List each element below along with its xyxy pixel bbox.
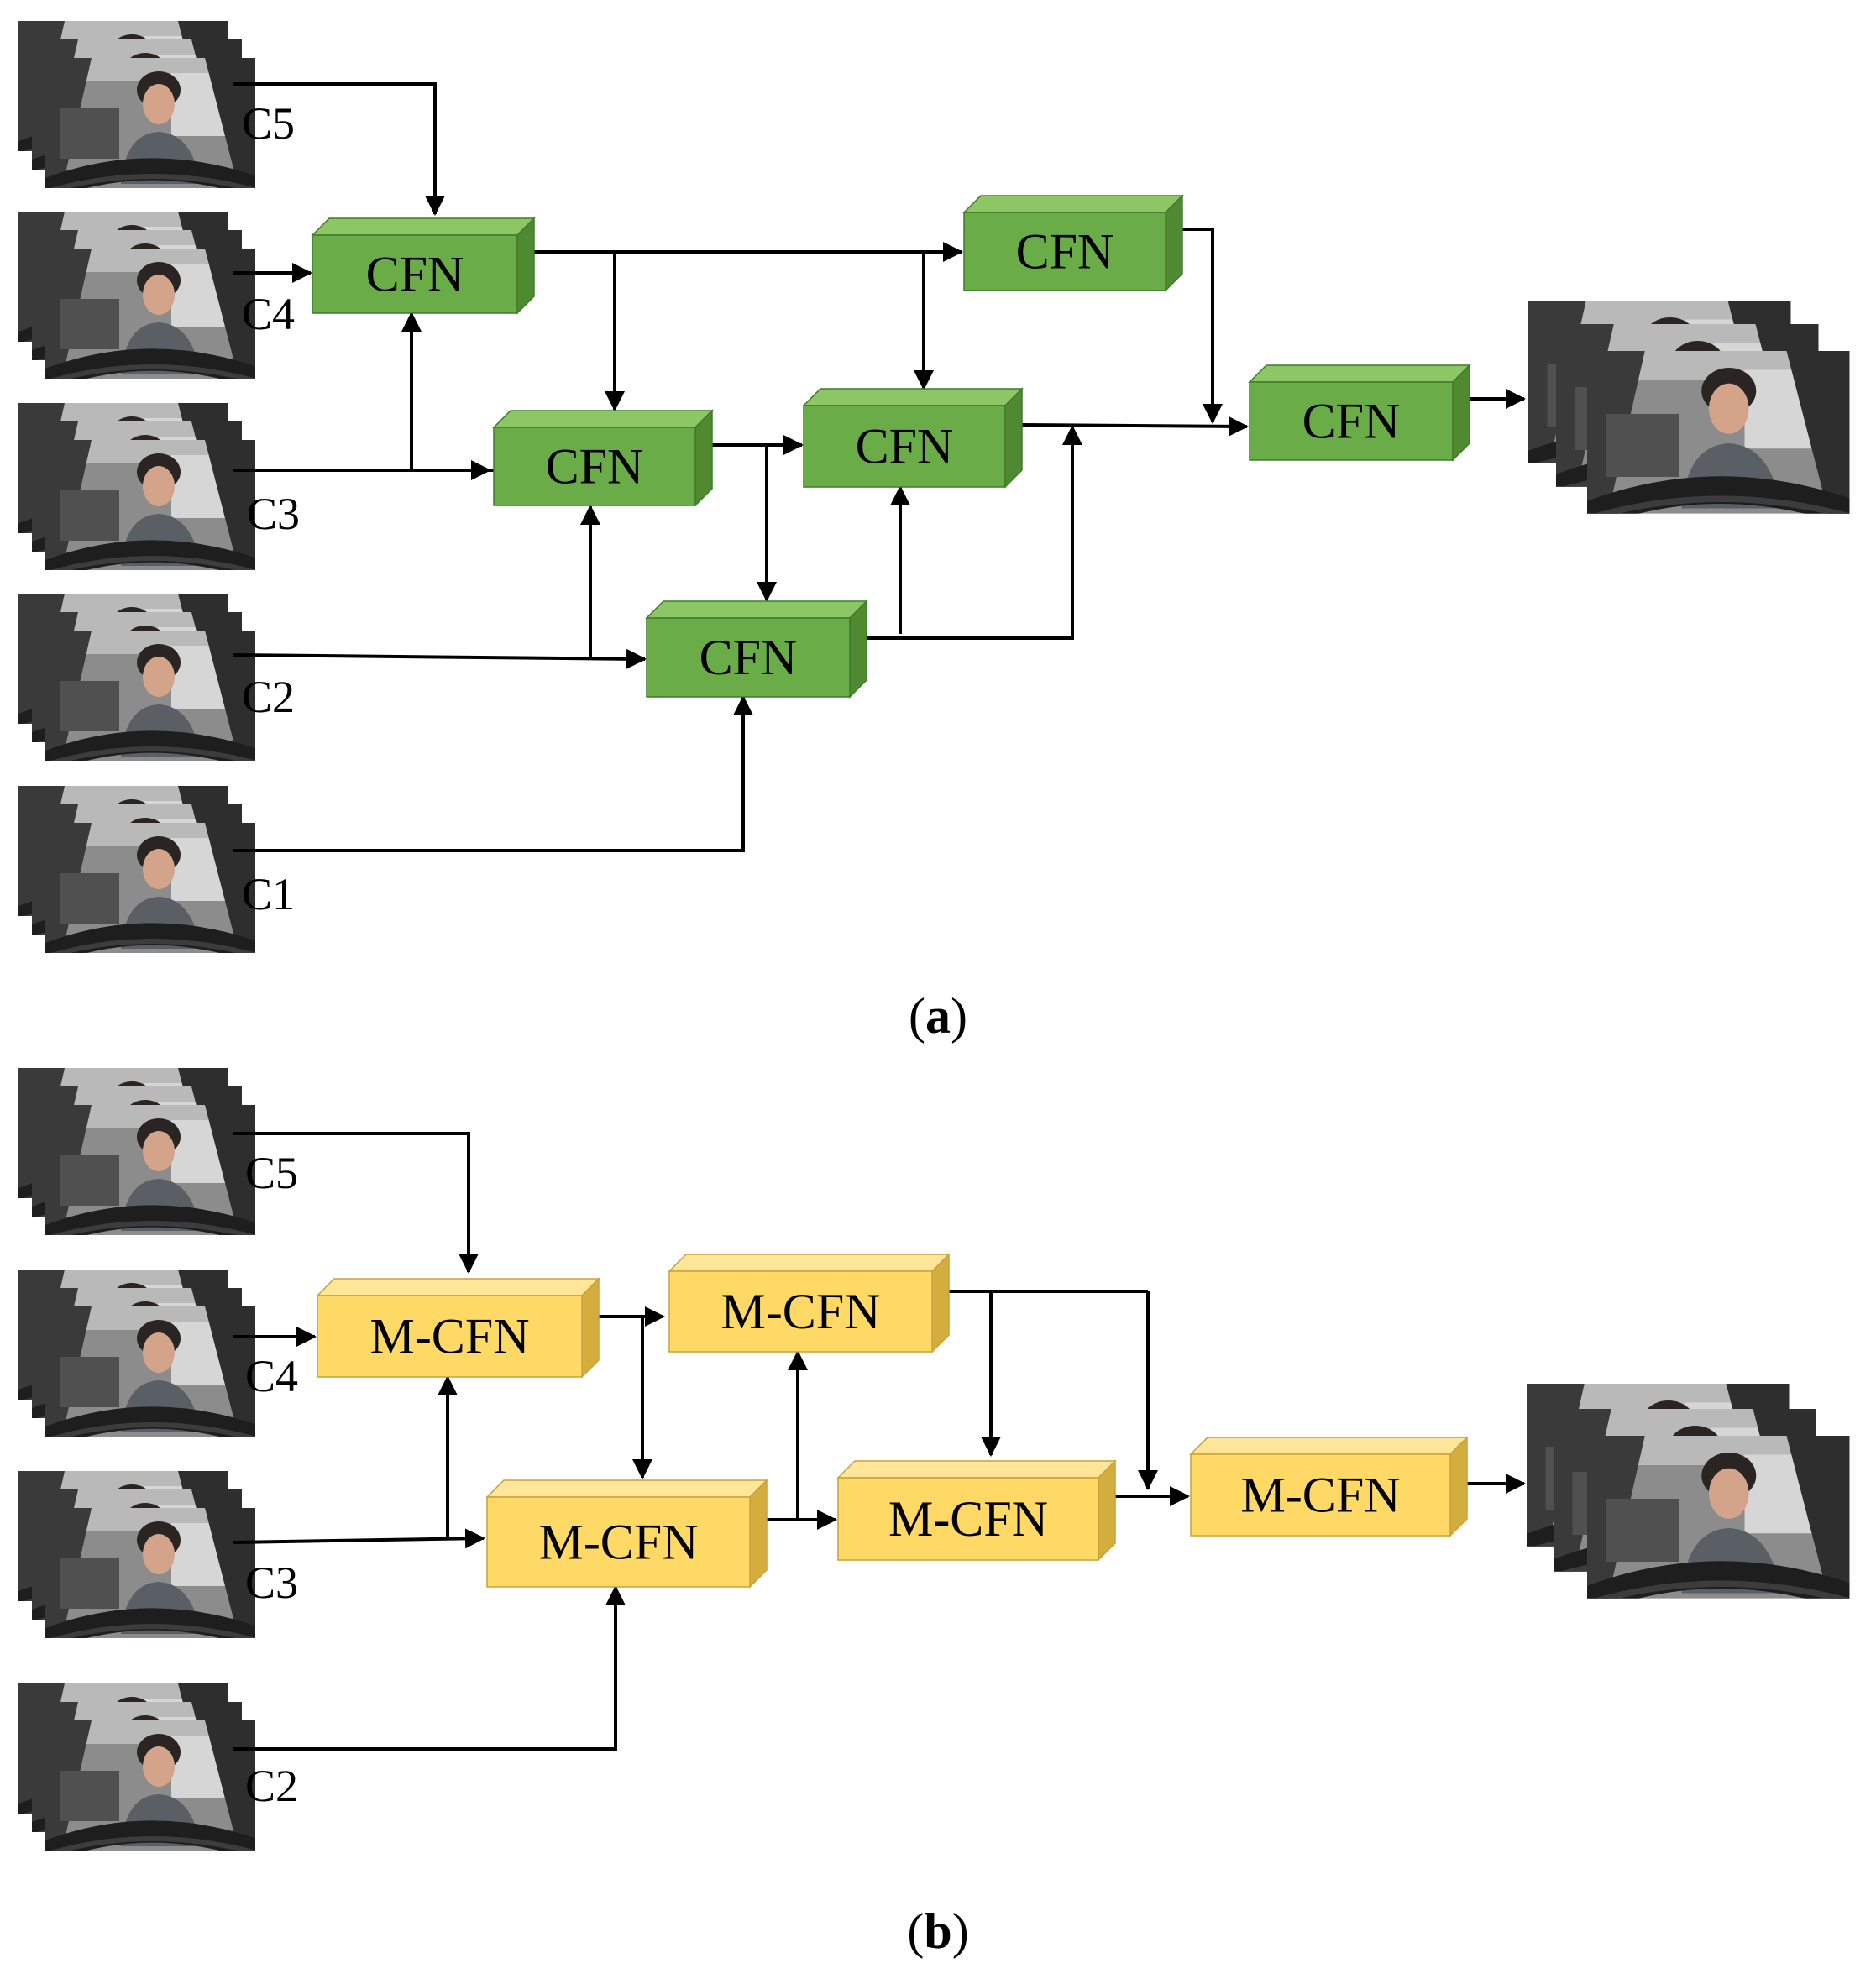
m-cfn-block-label: M-CFN bbox=[721, 1284, 880, 1339]
input-label-c5: C5 bbox=[242, 98, 295, 149]
cfn-block-1: CFN bbox=[311, 217, 536, 315]
m-cfn-block-label: M-CFN bbox=[369, 1309, 529, 1364]
input-label-c4: C4 bbox=[245, 1351, 298, 1401]
cfn-block-4: CFN bbox=[802, 387, 1024, 489]
input-label-c1: C1 bbox=[242, 869, 295, 919]
cfn-block-3: CFN bbox=[492, 409, 714, 507]
m-cfn-block-label: M-CFN bbox=[888, 1491, 1048, 1547]
input-label-c3: C3 bbox=[245, 1558, 298, 1608]
m-cfn-block-label: M-CFN bbox=[538, 1515, 698, 1570]
cfn-block-label: CFN bbox=[366, 247, 464, 302]
panel-b-caption: (b) bbox=[907, 1903, 968, 1959]
m-cfn-block-4: M-CFN bbox=[836, 1459, 1117, 1562]
input-label-c2: C2 bbox=[245, 1761, 298, 1811]
cfn-block-label: CFN bbox=[1016, 224, 1114, 280]
frame-stack-icon bbox=[0, 403, 289, 583]
m-cfn-block-5: M-CFN bbox=[1189, 1436, 1469, 1537]
cfn-block-5: CFN bbox=[645, 599, 868, 699]
panel-a-caption: (a) bbox=[909, 988, 967, 1044]
panel-b-edges bbox=[233, 1132, 1526, 1751]
input-label-c5: C5 bbox=[245, 1148, 298, 1198]
panel-a-blocks: CFN CFN CFN CFN CFN CFN bbox=[311, 194, 1471, 699]
cfn-block-label: CFN bbox=[700, 630, 798, 685]
panel-b: C5 C4 C3 C2 M-CFN M-CFN M-CFN M-CFN M-CFN bbox=[0, 1068, 1876, 1959]
m-cfn-block-2: M-CFN bbox=[668, 1253, 951, 1353]
output-frame-stack-icon bbox=[1497, 301, 1876, 530]
m-cfn-block-3: M-CFN bbox=[485, 1479, 768, 1589]
panel-a-edges bbox=[233, 82, 1526, 852]
input-label-c2: C2 bbox=[242, 672, 295, 722]
cfn-block-2: CFN bbox=[962, 194, 1184, 292]
cfn-block-6: CFN bbox=[1248, 364, 1471, 462]
m-cfn-block-label: M-CFN bbox=[1240, 1468, 1400, 1523]
cfn-block-label: CFN bbox=[1302, 394, 1401, 449]
panel-b-blocks: M-CFN M-CFN M-CFN M-CFN M-CFN bbox=[316, 1253, 1469, 1589]
m-cfn-block-1: M-CFN bbox=[316, 1277, 600, 1379]
input-label-c3: C3 bbox=[247, 489, 300, 539]
cfn-block-label: CFN bbox=[546, 439, 644, 495]
input-label-c4: C4 bbox=[242, 289, 295, 339]
cfn-block-label: CFN bbox=[856, 419, 954, 474]
output-frame-stack-icon bbox=[1496, 1384, 1876, 1615]
